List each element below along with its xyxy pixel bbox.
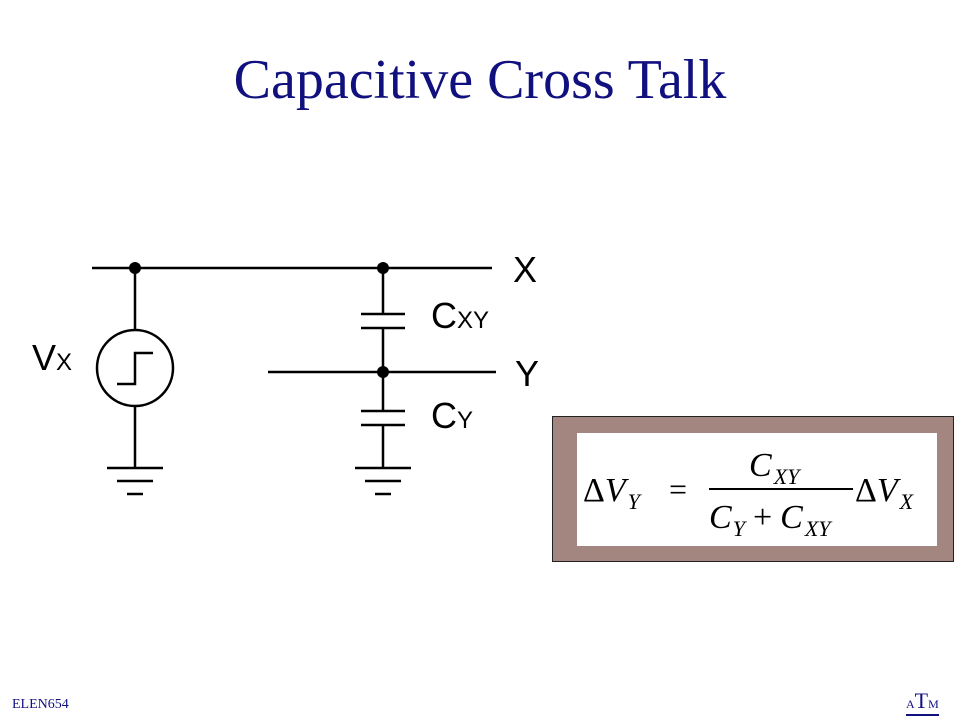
equation-panel: ΔVY = CXY CY+CXY ΔVX <box>577 433 937 546</box>
cap-xy-label: CXY <box>431 295 489 336</box>
step-source <box>95 328 175 408</box>
junction-dot <box>377 262 389 274</box>
course-code: ELEN654 <box>12 697 69 712</box>
node-y-label: Y <box>515 353 539 394</box>
junction-dot <box>129 262 141 274</box>
ground-right-icon <box>355 466 411 496</box>
equation-lhs: ΔVY <box>583 472 643 514</box>
node-x-label: X <box>513 249 537 290</box>
equation-numerator: CXY <box>749 447 802 489</box>
equation-rhs: ΔVX <box>855 472 915 514</box>
ground-left-icon <box>107 466 163 496</box>
junction-dot <box>377 366 389 378</box>
equation-frame: ΔVY = CXY CY+CXY ΔVX <box>552 416 954 562</box>
equation-denominator: CY+CXY <box>709 499 833 541</box>
slide-title: Capacitive Cross Talk <box>233 49 727 111</box>
cap-y-label: CY <box>431 395 473 436</box>
source-label: VX <box>32 337 72 378</box>
step-waveform-icon <box>117 351 153 386</box>
equation-equals: = <box>669 471 687 507</box>
atm-logo: ATM <box>906 690 939 716</box>
crosstalk-equation: ΔVY = CXY CY+CXY ΔVX <box>583 447 915 541</box>
